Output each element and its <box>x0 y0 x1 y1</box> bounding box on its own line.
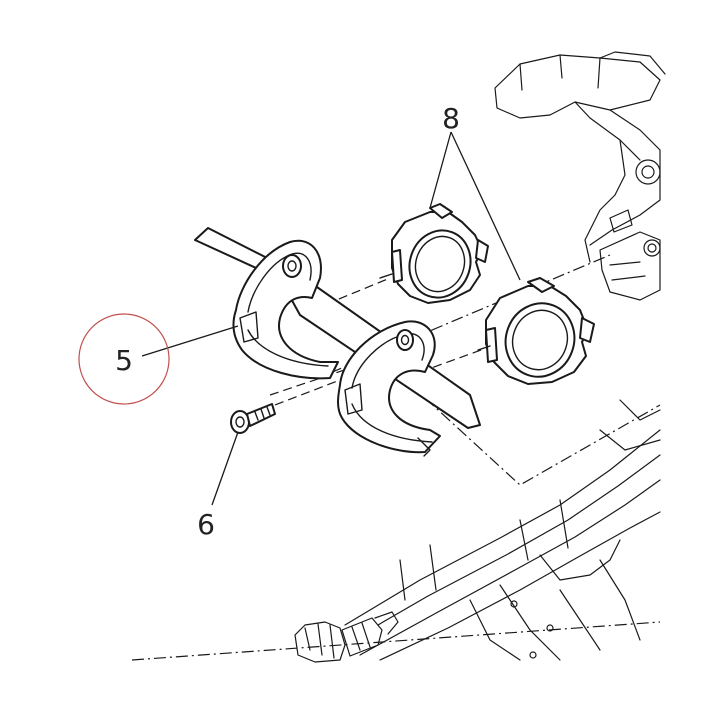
leader-lines <box>141 131 521 506</box>
callout-8: 8 <box>442 102 460 135</box>
callout-5: 5 <box>115 344 133 377</box>
bolt <box>230 403 276 434</box>
highlight-circle <box>78 313 170 405</box>
frame-upper-right <box>494 51 666 301</box>
bracket-right <box>337 320 441 457</box>
frame-lower <box>294 399 661 663</box>
clamp-ring-upper <box>379 203 489 304</box>
clamp-ring-lower <box>477 277 595 385</box>
callout-6: 6 <box>197 508 215 541</box>
reference-line-bottom <box>131 621 661 661</box>
